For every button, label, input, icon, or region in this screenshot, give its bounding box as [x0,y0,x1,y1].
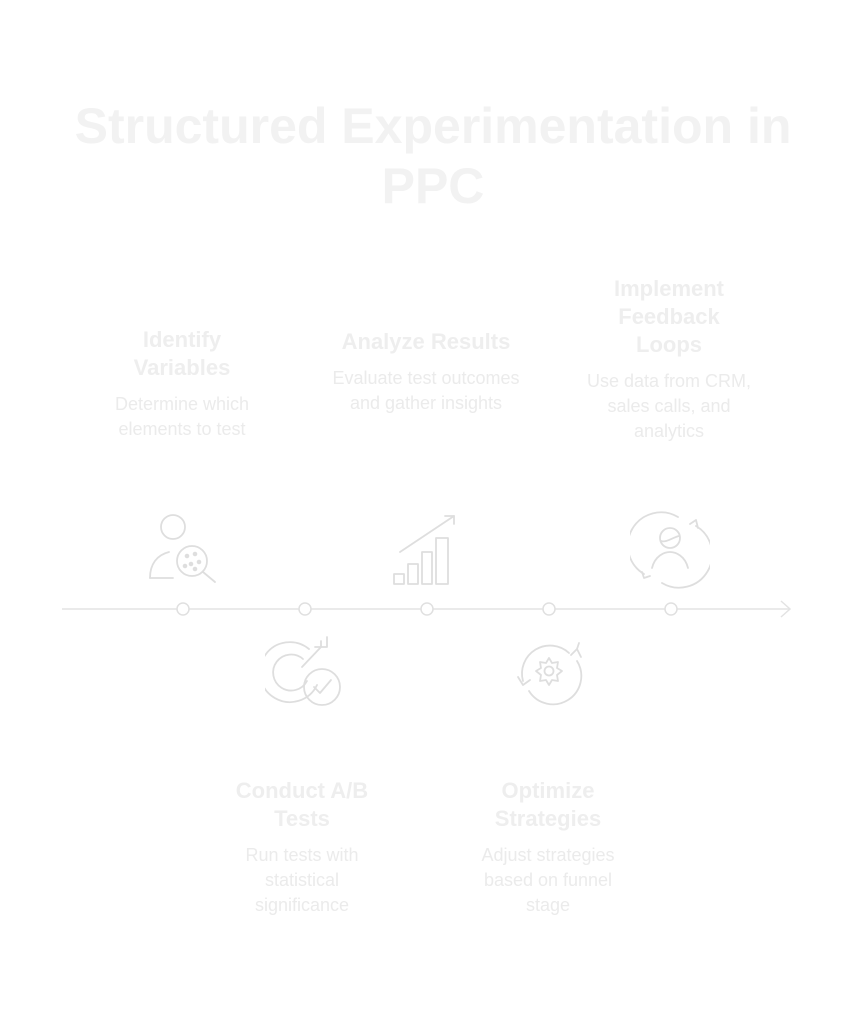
step-conduct-ab-tests: Conduct A/B Tests Run tests with statist… [222,777,382,918]
user-search-icon [145,512,221,586]
step-title: Implement Feedback Loops [613,276,725,357]
step-title: Analyze Results [341,329,511,354]
growth-chart-icon [390,512,466,588]
step-description: Use data from CRM, sales calls, and anal… [586,371,752,441]
timeline-node [664,602,678,616]
timeline-node [176,602,190,616]
step-implement-feedback-loops: Implement Feedback Loops Use data from C… [574,275,764,444]
timeline-node [298,602,312,616]
step-description: Adjust strategies based on funnel stage [481,845,615,915]
step-optimize-strategies: Optimize Strategies Adjust strategies ba… [463,777,633,918]
step-title: Conduct A/B Tests [235,778,369,831]
gear-refresh-icon [511,635,587,707]
user-cycle-icon [630,510,710,590]
timeline-node [420,602,434,616]
target-check-icon [265,633,345,709]
step-description: Evaluate test outcomes and gather insigh… [332,368,520,413]
step-description: Run tests with statistical significance [245,845,359,915]
step-title: Identify Variables [133,327,231,380]
step-description: Determine which elements to test [114,394,250,439]
timeline-arrowhead [780,600,792,618]
step-title: Optimize Strategies [494,778,602,831]
step-analyze-results: Analyze Results Evaluate test outcomes a… [326,328,526,416]
page-title: Structured Experimentation in PPC [74,98,792,214]
step-identify-variables: Identify Variables Determine which eleme… [92,326,272,442]
timeline-node [542,602,556,616]
